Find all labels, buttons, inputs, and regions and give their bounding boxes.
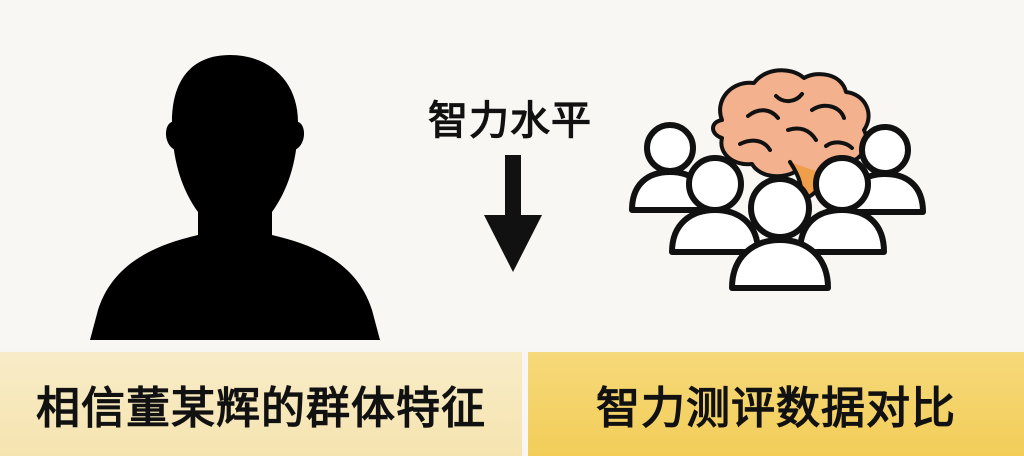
person-silhouette-icon	[90, 55, 380, 340]
left-caption-panel: 相信董某辉的群体特征	[0, 352, 522, 456]
left-caption: 相信董某辉的群体特征	[36, 383, 486, 434]
group-with-brain-icon	[629, 68, 926, 291]
arrow-down-icon	[484, 155, 542, 272]
panel-divider	[522, 352, 528, 456]
arrow-label: 智力水平	[428, 98, 592, 144]
right-caption: 智力测评数据对比	[596, 383, 956, 434]
right-caption-panel: 智力测评数据对比	[528, 352, 1024, 456]
